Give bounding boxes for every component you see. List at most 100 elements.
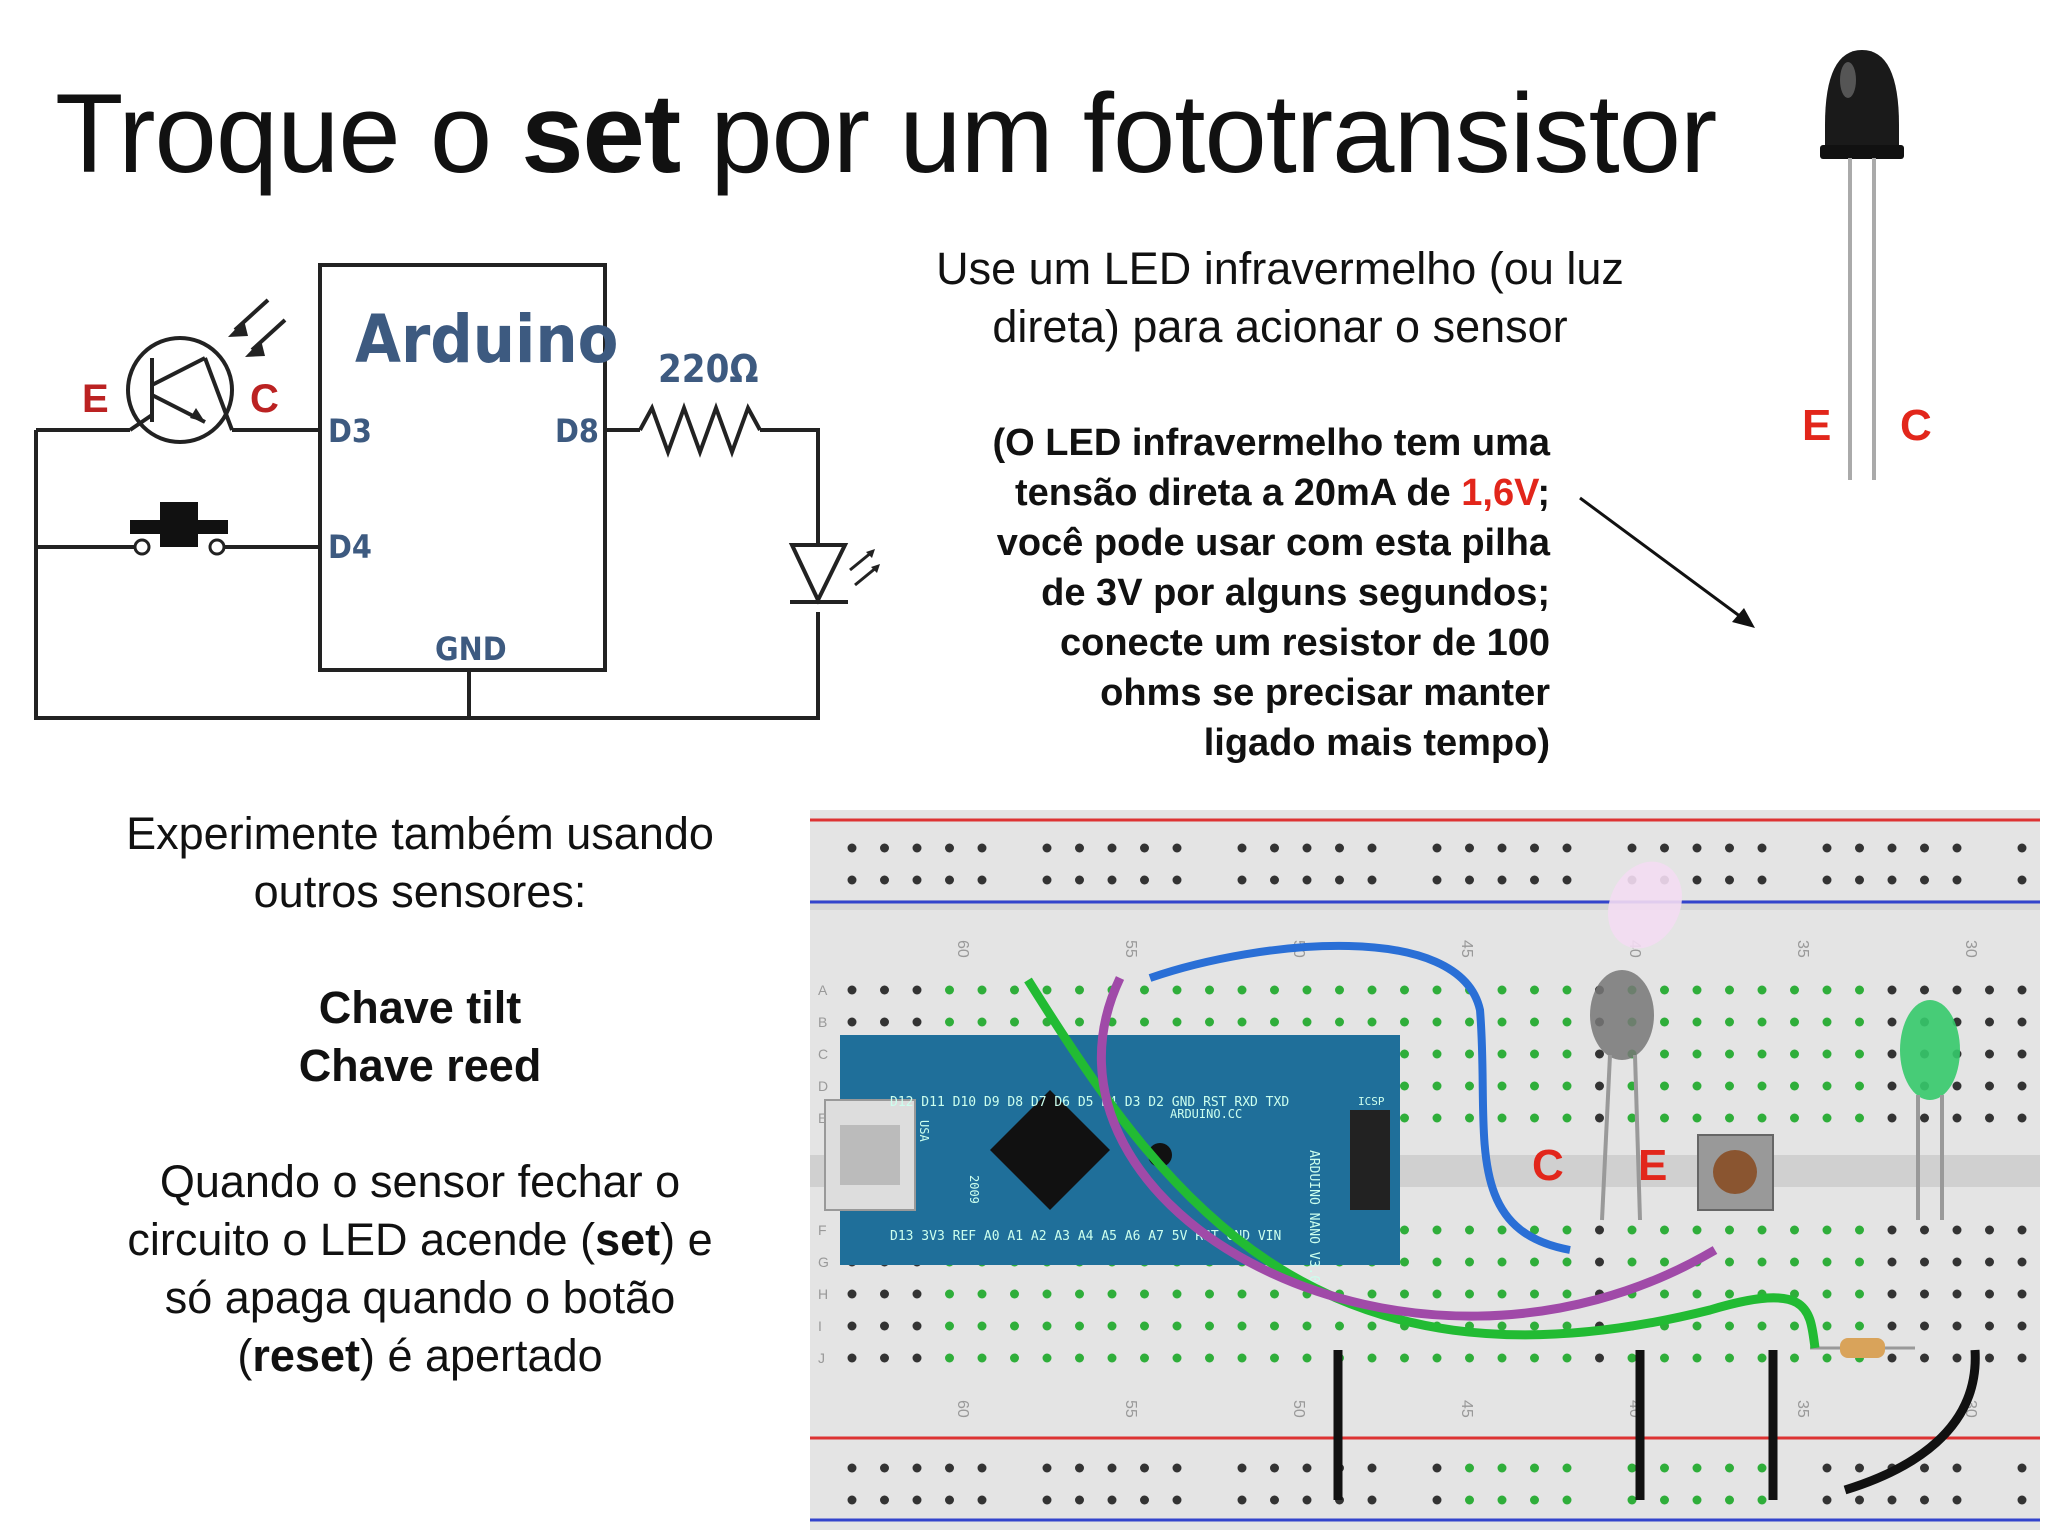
column-number: 60 bbox=[954, 940, 971, 958]
nano-year: 2009 bbox=[967, 1175, 981, 1204]
breadboard-hole bbox=[1270, 1289, 1279, 1299]
breadboard-hole bbox=[1530, 1257, 1539, 1267]
rail-hole bbox=[1692, 875, 1702, 885]
column-number: 60 bbox=[954, 1400, 971, 1418]
rail-hole bbox=[880, 843, 889, 853]
rail-hole bbox=[1952, 875, 1962, 885]
pin-d4-label: D4 bbox=[328, 528, 372, 566]
breadboard-hole bbox=[880, 1017, 889, 1027]
breadboard-hole bbox=[1270, 1321, 1279, 1331]
breadboard-hole bbox=[1140, 1017, 1149, 1027]
breadboard-hole bbox=[1400, 1017, 1409, 1027]
rail-hole bbox=[1887, 875, 1897, 885]
rail-hole bbox=[1465, 843, 1474, 853]
rail-hole bbox=[1237, 1495, 1247, 1505]
breadboard-hole bbox=[1952, 1353, 1962, 1363]
breadboard-hole bbox=[1627, 1257, 1637, 1267]
breadboard-hole bbox=[1562, 1225, 1572, 1235]
sensor-tilt: Chave tilt bbox=[318, 982, 522, 1033]
board-e-label: E bbox=[1638, 1141, 1667, 1190]
breadboard-hole bbox=[1627, 1225, 1637, 1235]
breadboard-hole bbox=[1465, 1113, 1474, 1123]
rail-hole bbox=[912, 1495, 922, 1505]
breadboard-hole bbox=[977, 985, 987, 995]
breadboard-hole bbox=[1400, 1257, 1409, 1267]
breadboard-hole bbox=[847, 1017, 857, 1027]
breadboard-hole bbox=[1140, 1353, 1149, 1363]
led-symbol bbox=[788, 543, 880, 605]
breadboard-hole bbox=[1952, 1257, 1962, 1267]
rail-hole bbox=[1237, 875, 1247, 885]
breadboard-hole bbox=[1530, 1353, 1539, 1363]
breadboard-hole bbox=[1887, 1225, 1897, 1235]
note-line: ligado mais tempo) bbox=[1203, 722, 1550, 764]
breadboard-hole bbox=[1432, 985, 1442, 995]
breadboard-hole bbox=[1757, 1113, 1767, 1123]
breadboard-hole bbox=[1952, 1081, 1962, 1091]
breadboard-hole bbox=[1757, 1257, 1767, 1267]
rail-hole bbox=[912, 1463, 922, 1473]
breadboard-hole bbox=[1042, 985, 1052, 995]
ir-intro-line2: direta) para acionar o sensor bbox=[992, 301, 1568, 352]
rail-hole bbox=[1107, 1463, 1117, 1473]
rail-hole bbox=[1497, 1463, 1507, 1473]
breadboard-hole bbox=[1822, 1225, 1832, 1235]
column-number: 35 bbox=[1794, 1400, 1811, 1418]
breadboard-hole bbox=[1302, 1353, 1312, 1363]
breadboard-hole bbox=[1790, 1081, 1799, 1091]
note-line: conecte um resistor de 100 bbox=[1060, 622, 1550, 664]
ir-intro-line1: Use um LED infravermelho (ou luz bbox=[936, 243, 1624, 294]
breadboard-hole bbox=[1952, 985, 1962, 995]
breadboard-hole bbox=[945, 1017, 954, 1027]
breadboard-hole bbox=[1562, 1049, 1572, 1059]
breadboard-hole bbox=[1497, 1257, 1507, 1267]
rail-hole bbox=[1367, 1495, 1377, 1505]
rail-hole bbox=[1107, 843, 1117, 853]
breadboard-hole bbox=[1627, 1353, 1637, 1363]
rail-hole bbox=[1237, 843, 1247, 853]
rail-hole bbox=[1042, 843, 1052, 853]
breadboard-hole bbox=[912, 1017, 922, 1027]
breadboard-hole bbox=[1920, 985, 1929, 995]
breadboard-hole bbox=[1562, 985, 1572, 995]
rail-hole bbox=[1497, 843, 1507, 853]
breadboard-hole bbox=[847, 1321, 857, 1331]
rail-hole bbox=[1302, 1463, 1312, 1473]
breadboard-hole bbox=[1887, 1017, 1897, 1027]
breadboard-hole bbox=[1725, 1321, 1734, 1331]
sensors-line: (reset) é apertado bbox=[237, 1330, 603, 1381]
rail-hole bbox=[1692, 1463, 1702, 1473]
breadboard-hole bbox=[912, 985, 922, 995]
ir-led bbox=[1608, 861, 1682, 949]
rail-hole bbox=[1530, 875, 1539, 885]
breadboard-hole bbox=[847, 1289, 857, 1299]
column-number: 45 bbox=[1458, 1400, 1475, 1418]
breadboard-hole bbox=[1205, 985, 1214, 995]
breadboard-hole bbox=[2017, 1081, 2027, 1091]
breadboard-hole bbox=[1757, 1321, 1767, 1331]
rail-hole bbox=[1172, 1495, 1182, 1505]
breadboard-hole bbox=[977, 1289, 987, 1299]
rail-hole bbox=[1920, 843, 1929, 853]
nano-name: ARDUINO NANO V3.0 bbox=[1306, 1150, 1321, 1283]
breadboard-hole bbox=[1887, 1321, 1897, 1331]
rail-hole bbox=[1757, 1463, 1767, 1473]
breadboard-hole bbox=[1400, 1353, 1409, 1363]
breadboard-hole bbox=[945, 1353, 954, 1363]
breadboard-hole bbox=[2017, 1289, 2027, 1299]
breadboard-hole bbox=[1725, 1049, 1734, 1059]
breadboard-hole bbox=[1660, 985, 1669, 995]
column-number: 55 bbox=[1122, 1400, 1139, 1418]
rail-hole bbox=[1270, 843, 1279, 853]
breadboard-hole bbox=[1725, 1113, 1734, 1123]
breadboard-hole bbox=[1465, 1257, 1474, 1267]
breadboard-hole bbox=[912, 1321, 922, 1331]
breadboard-hole bbox=[1530, 1113, 1539, 1123]
breadboard-hole bbox=[1595, 1225, 1604, 1235]
breadboard-hole bbox=[1692, 1225, 1702, 1235]
breadboard-hole bbox=[1172, 1017, 1182, 1027]
breadboard-hole bbox=[1855, 1017, 1864, 1027]
breadboard-hole bbox=[1855, 1113, 1864, 1123]
breadboard-hole bbox=[1595, 1353, 1604, 1363]
row-letter: G bbox=[818, 1254, 829, 1270]
